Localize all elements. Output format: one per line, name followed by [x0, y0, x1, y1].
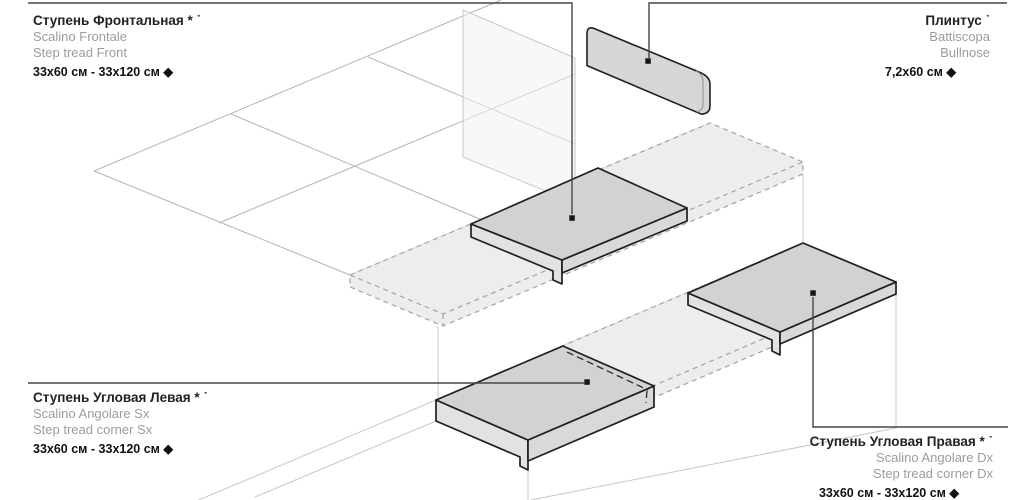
corner-left-sizes: 33x60 см - 33x120 см ◆ [33, 442, 174, 456]
corner-left-name-it: Scalino Angolare Sx [33, 406, 150, 421]
corner-right-name-en: Step tread corner Dx [873, 466, 993, 481]
wall-plane [462, 9, 576, 204]
leader-line-front-step [28, 2, 573, 214]
front-step-sizes: 33x60 см - 33x120 см ◆ [33, 65, 174, 79]
leader-dots [569, 58, 816, 385]
corner-cut-dashed-line [566, 351, 649, 404]
corner-left-title: Ступень Угловая Левая * ˙ [33, 390, 208, 405]
corner-left-name-en: Step tread corner Sx [33, 422, 153, 437]
plinth-sizes: 7,2x60 см ◆ [885, 65, 956, 79]
leader-dot-front-step [569, 215, 575, 221]
corner-step-tread-right [687, 242, 897, 356]
leader-line-corner-right [812, 297, 1008, 428]
leader-lines [28, 2, 1008, 428]
floor-grid [93, 0, 576, 276]
leader-dot-corner-left [584, 379, 590, 385]
plinth-title: Плинтус ˙ [925, 13, 990, 28]
plinth-name-it: Battiscopa [929, 29, 990, 44]
front-step-tread [470, 167, 688, 285]
bullnose-profile-line [695, 70, 704, 113]
corner-step-tread-left [435, 345, 655, 471]
corner-right-name-it: Scalino Angolare Dx [875, 450, 993, 465]
corner-right-title: Ступень Угловая Правая * ˙ [809, 434, 993, 449]
label-corner-right: Ступень Угловая Правая * ˙ Scalino Angol… [810, 433, 993, 500]
front-step-title: Ступень Фронтальная * ˙ [33, 13, 202, 28]
plinth-tile [586, 26, 711, 115]
front-step-name-it: Scalino Frontale [33, 29, 127, 44]
leader-dot-plinth [645, 58, 651, 64]
label-corner-left: Ступень Угловая Левая * ˙ Scalino Angola… [33, 389, 208, 457]
front-step-name-en: Step tread Front [33, 45, 127, 60]
substructure-lines [197, 174, 897, 500]
leader-dot-corner-right [810, 290, 816, 296]
label-front-step: Ступень Фронтальная * ˙ Scalino Frontale… [33, 12, 201, 80]
leader-line-plinth [648, 2, 1007, 58]
label-plinth: Плинтус ˙ Battiscopa Bullnose 7,2x60 см … [885, 12, 990, 80]
plinth-name-en: Bullnose [940, 45, 990, 60]
corner-right-sizes: 33x60 см - 33x120 см ◆ [818, 486, 959, 500]
